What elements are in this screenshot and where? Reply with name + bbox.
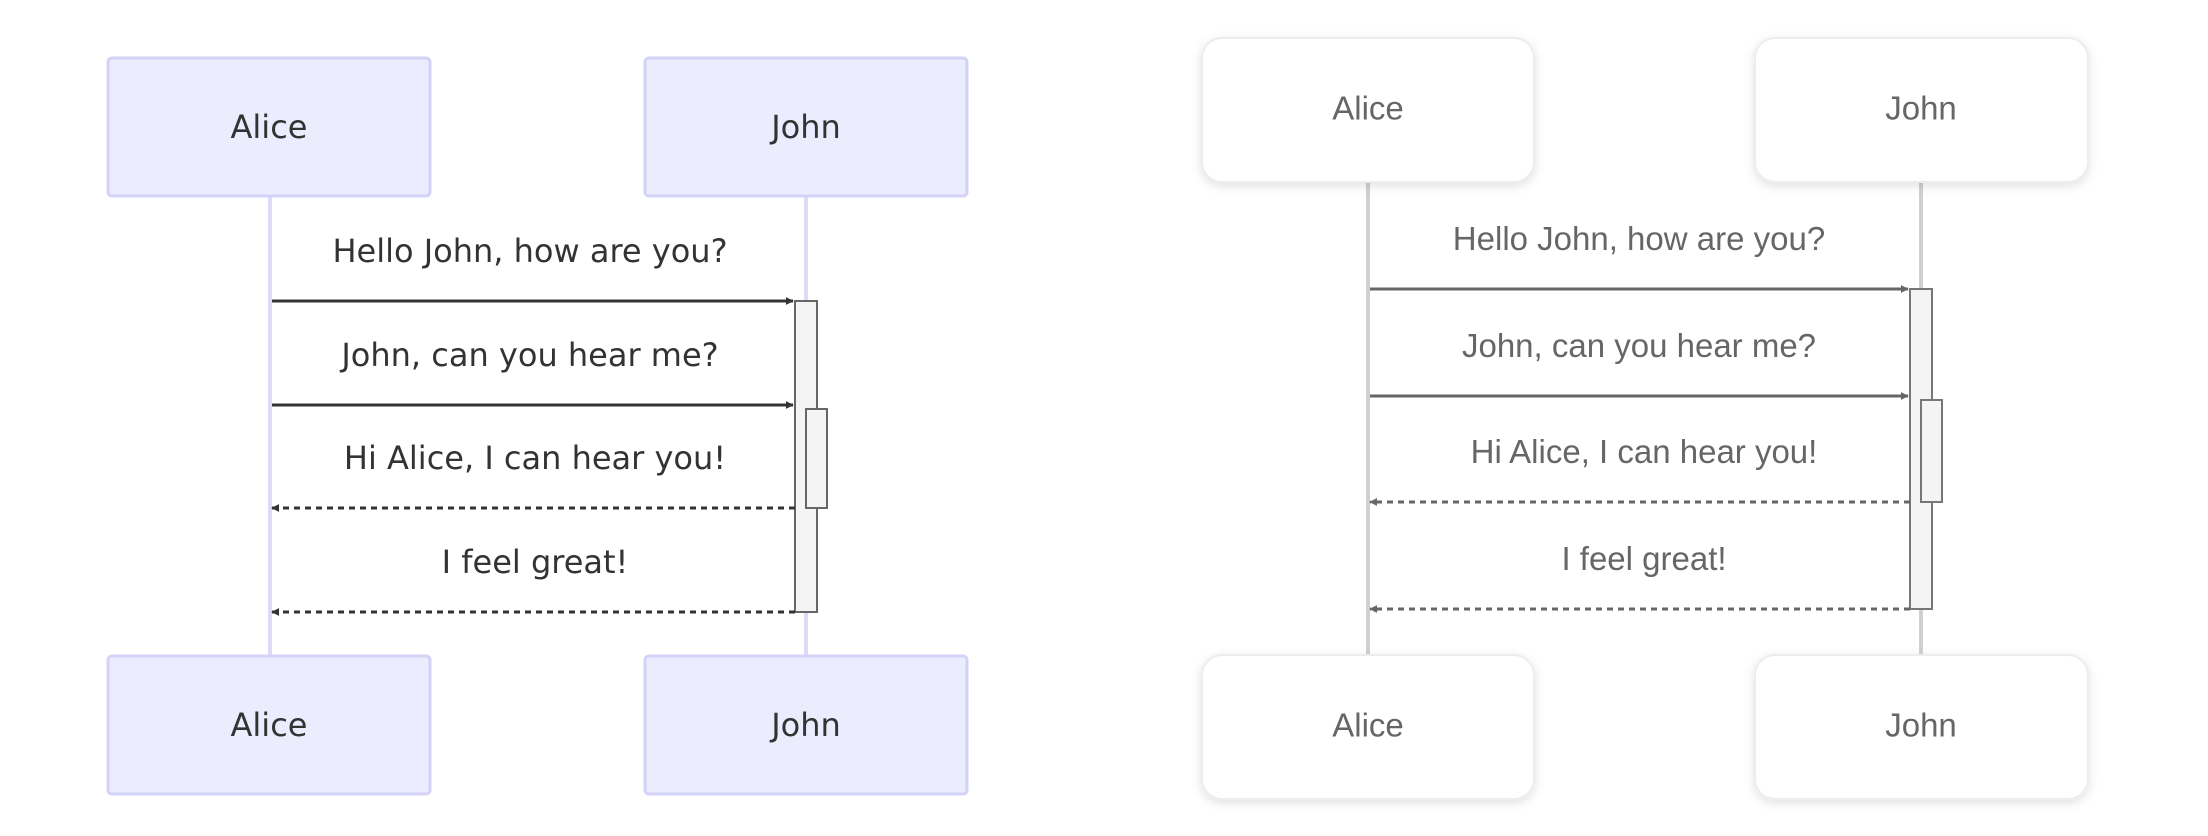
message-1: Hello John, how are you? xyxy=(272,232,794,305)
message-2: John, can you hear me? xyxy=(272,336,794,409)
actor-john-top: John xyxy=(643,56,969,198)
actor-label: Alice xyxy=(231,108,308,146)
message-label: Hello John, how are you? xyxy=(332,232,727,270)
actor-label: John xyxy=(1885,90,1957,127)
actor-label: John xyxy=(1885,707,1957,744)
message-3: Hi Alice, I can hear you! xyxy=(1369,433,1910,506)
actor-label: Alice xyxy=(1332,90,1404,127)
message-2: John, can you hear me? xyxy=(1370,327,1909,400)
message-label: I feel great! xyxy=(442,543,629,581)
message-4: I feel great! xyxy=(1369,540,1910,613)
actor-john-bottom: John xyxy=(643,654,969,796)
actor-label: John xyxy=(769,706,841,744)
actor-alice-bottom: Alice xyxy=(1201,654,1535,800)
actor-alice-bottom: Alice xyxy=(106,654,432,796)
actor-label: Alice xyxy=(231,706,308,744)
sequence-diagram-minimal: Alice John Hello John, how are you? John… xyxy=(1201,37,2089,800)
actor-alice-top: Alice xyxy=(106,56,432,198)
activation-box-nested xyxy=(1920,399,1943,503)
message-1: Hello John, how are you? xyxy=(1370,220,1909,293)
message-label: John, can you hear me? xyxy=(1462,327,1816,364)
sequence-diagram-classic: Alice John Hello John, how are you? John… xyxy=(106,56,969,796)
message-label: Hi Alice, I can hear you! xyxy=(1471,433,1818,470)
actor-label: John xyxy=(769,108,841,146)
actor-label: Alice xyxy=(1332,707,1404,744)
activation-box-nested xyxy=(805,408,828,509)
actor-alice-top: Alice xyxy=(1201,37,1535,183)
message-3: Hi Alice, I can hear you! xyxy=(271,439,795,512)
message-label: Hello John, how are you? xyxy=(1453,220,1825,257)
message-label: I feel great! xyxy=(1561,540,1726,577)
actor-john-bottom: John xyxy=(1754,654,2089,800)
message-4: I feel great! xyxy=(271,543,795,616)
message-label: John, can you hear me? xyxy=(339,336,718,374)
actor-john-top: John xyxy=(1754,37,2089,183)
message-label: Hi Alice, I can hear you! xyxy=(344,439,726,477)
